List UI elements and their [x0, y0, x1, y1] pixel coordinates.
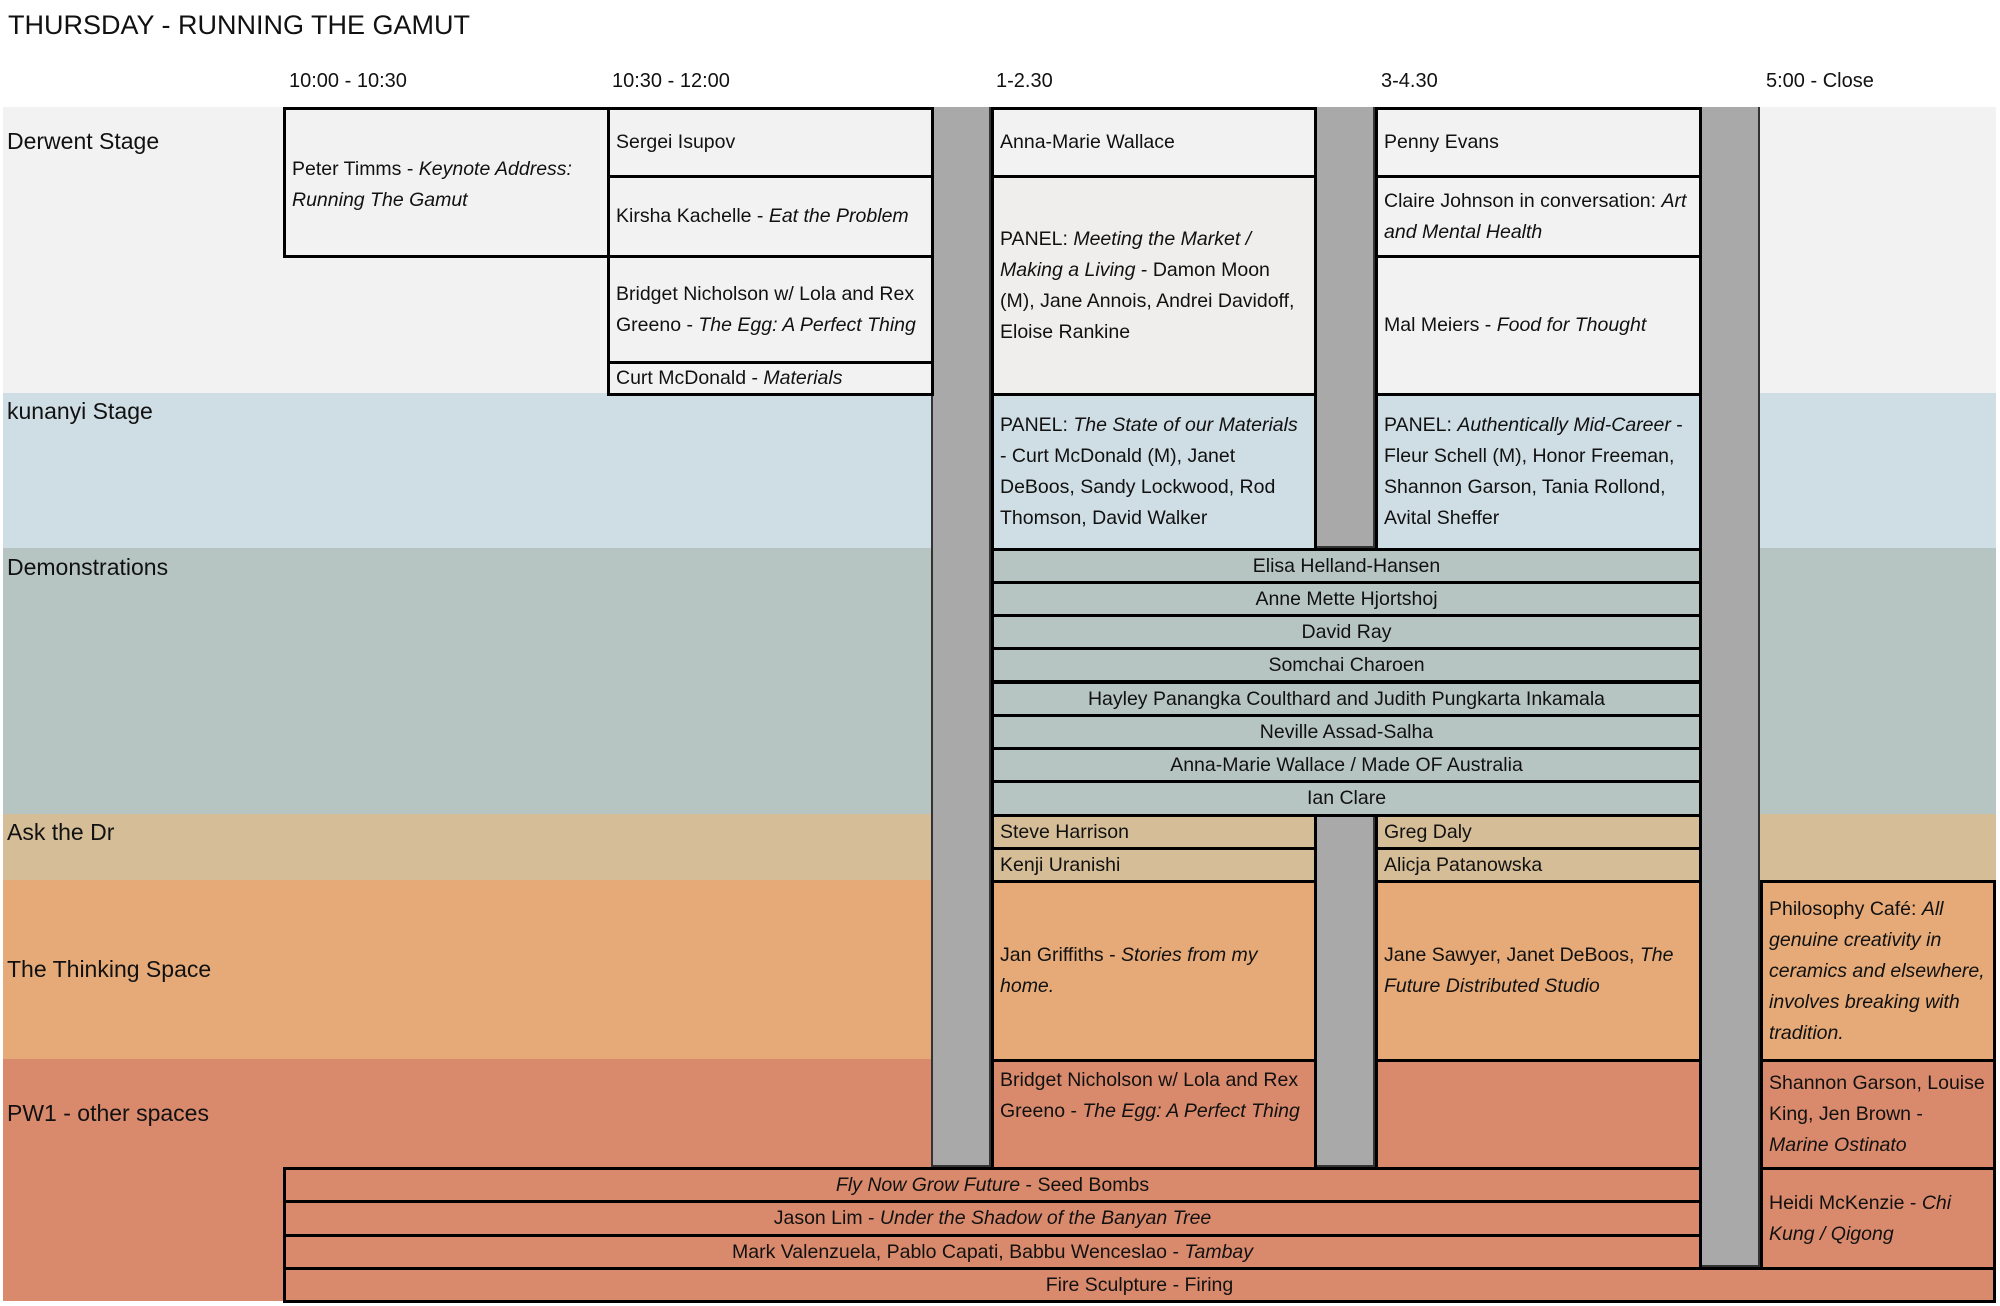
break-bar: [931, 107, 991, 1167]
session-cell[interactable]: Anna-Marie Wallace: [991, 107, 1317, 178]
time-header: 10:30 - 12:00: [612, 70, 730, 92]
session-cell[interactable]: Jane Sawyer, Janet DeBoos, The Future Di…: [1375, 880, 1702, 1062]
band-kunanyi: [3, 393, 1996, 548]
session-cell[interactable]: Mal Meiers - Food for Thought: [1375, 255, 1702, 396]
demo-cell[interactable]: Ian Clare: [991, 780, 1702, 817]
demo-cell[interactable]: Anna-Marie Wallace / Made OF Australia: [991, 747, 1702, 783]
session-cell[interactable]: Bridget Nicholson w/ Lola and Rex Greeno…: [607, 255, 934, 364]
session-cell[interactable]: Kirsha Kachelle - Eat the Problem: [607, 175, 934, 258]
session-cell[interactable]: Fire Sculpture - Firing: [283, 1267, 1996, 1303]
session-cell[interactable]: Steve Harrison: [991, 814, 1317, 850]
session-cell[interactable]: Claire Johnson in conversation: Art and …: [1375, 175, 1702, 258]
session-cell[interactable]: PANEL: Authentically Mid-Career - Fleur …: [1375, 393, 1702, 551]
band-pw1: [3, 1059, 1996, 1301]
session-cell[interactable]: Philosophy Café: All genuine creativity …: [1760, 880, 1996, 1062]
time-header: 1-2.30: [996, 70, 1053, 92]
session-cell[interactable]: Jan Griffiths - Stories from my home.: [991, 880, 1317, 1062]
session-cell[interactable]: PANEL: Meeting the Market / Making a Liv…: [991, 175, 1317, 396]
row-label: Derwent Stage: [7, 128, 160, 154]
empty-cell: [1375, 1059, 1702, 1170]
session-cell[interactable]: Shannon Garson, Louise King, Jen Brown -…: [1760, 1059, 1996, 1170]
break-bar: [1314, 814, 1375, 1167]
demo-cell[interactable]: David Ray: [991, 614, 1702, 650]
time-header: 10:00 - 10:30: [289, 70, 407, 92]
demo-cell[interactable]: Elisa Helland-Hansen: [991, 548, 1702, 584]
session-cell[interactable]: Sergei Isupov: [607, 107, 934, 178]
row-label: Ask the Dr: [7, 819, 115, 845]
session-cell[interactable]: Penny Evans: [1375, 107, 1702, 178]
session-cell[interactable]: Jason Lim - Under the Shadow of the Bany…: [283, 1200, 1702, 1237]
row-label: PW1 - other spaces: [7, 1100, 209, 1126]
session-cell[interactable]: Alicja Patanowska: [1375, 847, 1702, 883]
time-header: 5:00 - Close: [1766, 70, 1874, 92]
session-cell[interactable]: Curt McDonald - Materials: [607, 361, 934, 396]
demo-cell[interactable]: Hayley Panangka Coulthard and Judith Pun…: [991, 681, 1702, 717]
row-label: The Thinking Space: [7, 956, 212, 982]
session-cell[interactable]: Kenji Uranishi: [991, 847, 1317, 883]
break-bar: [1314, 107, 1375, 548]
demo-cell[interactable]: Somchai Charoen: [991, 647, 1702, 683]
session-cell[interactable]: Fly Now Grow Future - Seed Bombs: [283, 1167, 1702, 1203]
row-label: kunanyi Stage: [7, 398, 153, 424]
band-thinking: [3, 880, 1996, 1059]
session-cell[interactable]: Peter Timms - Keynote Address: Running T…: [283, 107, 610, 258]
session-cell[interactable]: Mark Valenzuela, Pablo Capati, Babbu Wen…: [283, 1234, 1702, 1270]
session-cell[interactable]: PANEL: The State of our Materials - Curt…: [991, 393, 1317, 551]
session-cell[interactable]: Heidi McKenzie - Chi Kung / Qigong: [1760, 1167, 1996, 1270]
row-label: Demonstrations: [7, 554, 169, 580]
break-bar: [1699, 107, 1760, 1267]
page-title: THURSDAY - RUNNING THE GAMUT: [8, 10, 471, 40]
demo-cell[interactable]: Anne Mette Hjortshoj: [991, 581, 1702, 617]
session-cell[interactable]: Greg Daly: [1375, 814, 1702, 850]
session-cell[interactable]: Bridget Nicholson w/ Lola and Rex Greeno…: [991, 1059, 1317, 1170]
time-header: 3-4.30: [1381, 70, 1438, 92]
demo-cell[interactable]: Neville Assad-Salha: [991, 714, 1702, 750]
